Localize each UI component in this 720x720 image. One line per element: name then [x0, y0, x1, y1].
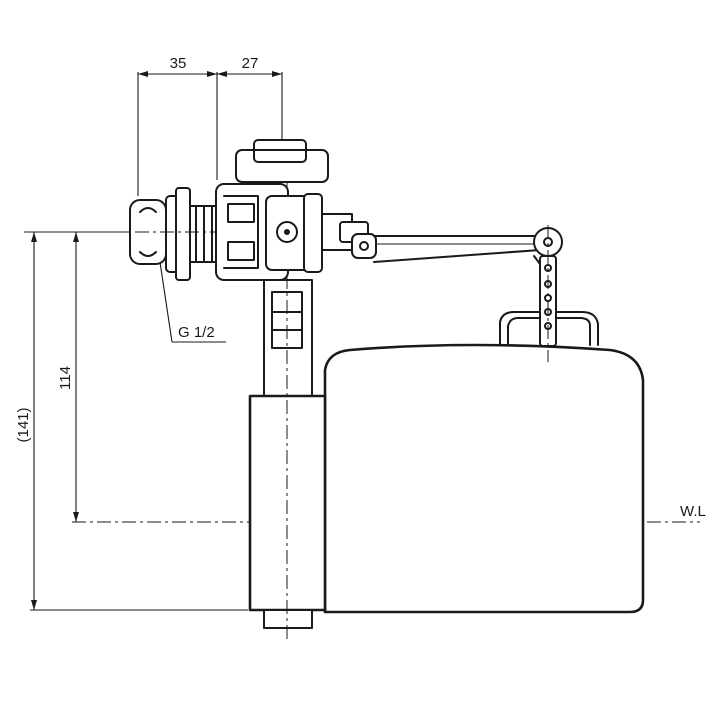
float-body: [323, 343, 645, 614]
left-dimensions: [24, 231, 248, 611]
float-adjuster: [539, 225, 557, 362]
water-level-label: W.L: [680, 503, 706, 520]
thread-size-label: G 1/2: [178, 324, 215, 341]
top-dimensions: [137, 71, 283, 196]
valve-body: [215, 139, 369, 281]
dimension-35: 35: [170, 55, 187, 72]
inlet-fitting: [110, 187, 300, 281]
thread-leader: [159, 261, 226, 343]
float-arm: [351, 227, 563, 265]
dimension-141: (141): [15, 407, 32, 442]
valve-stem: [248, 150, 327, 640]
dimension-27: 27: [242, 55, 259, 72]
dimension-114: 114: [57, 366, 74, 390]
